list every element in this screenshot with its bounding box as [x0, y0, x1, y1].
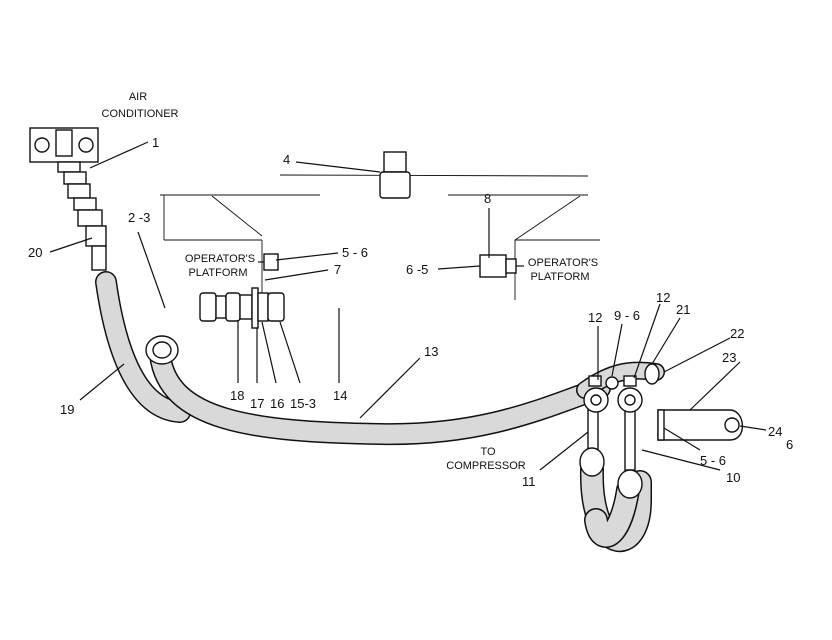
- fitting-21: [644, 363, 660, 385]
- platform-right-caption-line1: OPERATOR'S: [528, 257, 598, 269]
- callout-12-left: 12: [588, 310, 602, 325]
- callout-6-far: 6: [786, 437, 793, 452]
- callout-10: 10: [726, 470, 740, 485]
- leader-lines: [49, 141, 767, 471]
- platform-left-caption-line1: OPERATOR'S: [185, 253, 255, 265]
- clamp-8: [479, 254, 524, 278]
- callout-5-6-right: 5 - 6: [700, 453, 726, 468]
- plate-16: [251, 287, 259, 329]
- callout-20: 20: [28, 245, 42, 260]
- ac-valve-assembly: [29, 127, 107, 271]
- platform-left-caption-line2: PLATFORM: [188, 267, 247, 279]
- bolt-5-6-left: [258, 253, 279, 271]
- elbow-fitting-left: [145, 335, 179, 365]
- callout-2-3: 2 -3: [128, 210, 150, 225]
- hose-19: [95, 271, 191, 423]
- callout-18: 18: [230, 388, 244, 403]
- fitting-20: [85, 225, 107, 247]
- fitting-9: [605, 376, 619, 390]
- fitting-10-end: [617, 469, 643, 499]
- callout-17: 17: [250, 396, 264, 411]
- fitting-4: [379, 151, 411, 199]
- tube-14: [285, 198, 399, 310]
- hose-13: [149, 344, 611, 446]
- callout-7: 7: [334, 262, 341, 277]
- to-compressor-line1: TO: [480, 446, 496, 458]
- tube-10: [624, 409, 636, 471]
- nut-15: [267, 292, 285, 322]
- fitting-11: [579, 447, 605, 477]
- ac-caption-line1: AIR: [129, 91, 147, 103]
- callout-15-3: 15-3: [290, 396, 316, 411]
- hose-10-loop: [579, 458, 652, 553]
- fitting-18: [199, 292, 217, 322]
- callout-14: 14: [333, 388, 347, 403]
- callout-16: 16: [270, 396, 284, 411]
- platform-frame: [160, 174, 600, 300]
- right-platform-diagonal: [514, 195, 581, 241]
- callout-4: 4: [283, 152, 290, 167]
- manifold-block: [579, 363, 660, 499]
- callout-19: 19: [60, 402, 74, 417]
- callout-22: 22: [730, 326, 744, 341]
- callout-23: 23: [722, 350, 736, 365]
- callout-8: 8: [484, 191, 491, 206]
- callout-5-6-left: 5 - 6: [342, 245, 368, 260]
- callout-24: 24: [768, 424, 782, 439]
- left-platform-diagonal: [211, 195, 263, 237]
- platform-top-edge: [279, 174, 589, 177]
- fitting-17: [239, 294, 253, 320]
- callout-13: 13: [424, 344, 438, 359]
- callout-21: 21: [676, 302, 690, 317]
- bulkhead-fitting: [199, 287, 285, 329]
- callout-11: 11: [522, 474, 536, 489]
- to-compressor-line2: COMPRESSOR: [446, 460, 526, 472]
- callout-12-right: 12: [656, 290, 670, 305]
- ac-caption-line2: CONDITIONER: [102, 108, 179, 120]
- platform-right-caption-line2: PLATFORM: [530, 271, 589, 283]
- callout-1: 1: [152, 135, 159, 150]
- bracket-23: [657, 409, 744, 441]
- callout-6-5: 6 -5: [406, 262, 428, 277]
- callout-9-6: 9 - 6: [614, 308, 640, 323]
- hole-24: [724, 417, 740, 433]
